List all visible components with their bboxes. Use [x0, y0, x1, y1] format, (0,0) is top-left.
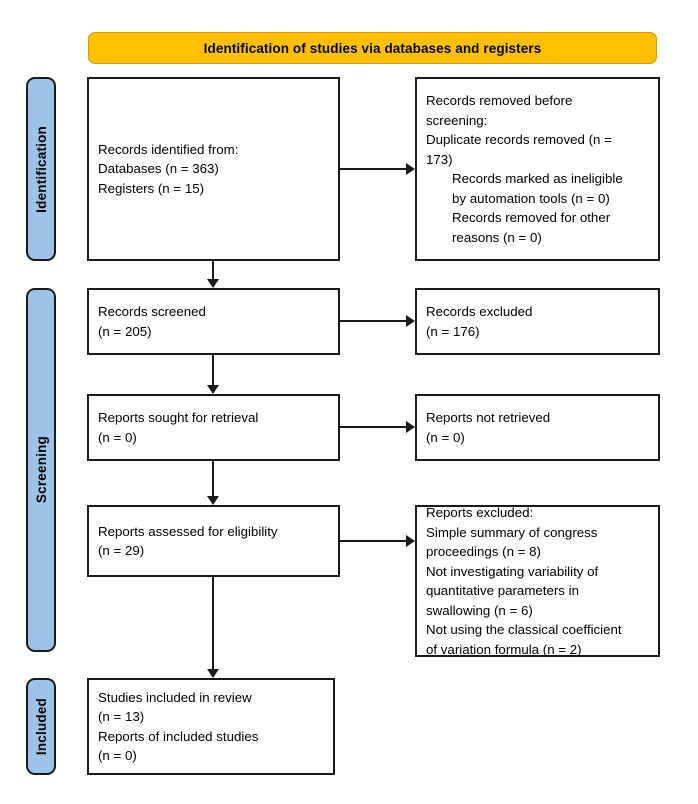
- node-line: (n = 0): [98, 748, 137, 763]
- node-line: (n = 205): [98, 323, 152, 339]
- node-line: Reports assessed for eligibility: [98, 523, 278, 539]
- node-records-excluded: Records excluded (n = 176): [415, 288, 660, 355]
- node-reports-excluded-text: Reports excluded: Simple summary of cong…: [417, 503, 658, 659]
- arrow-down-icon: [207, 385, 219, 394]
- arrow-right-icon: [406, 163, 415, 175]
- node-line: swallowing (n = 6): [426, 602, 533, 618]
- node-line: Registers (n = 15): [98, 180, 205, 196]
- node-reports-assessed-text: Reports assessed for eligibility (n = 29…: [89, 522, 338, 561]
- stage-bar-screening: Screening: [26, 288, 56, 652]
- node-line: Reports excluded:: [426, 505, 534, 520]
- node-line: quantitative parameters in: [426, 583, 579, 598]
- node-line: Reports not retrieved: [426, 410, 551, 425]
- arrow-down-icon: [207, 279, 219, 288]
- node-line: Not using the classical coefficient: [426, 622, 622, 637]
- node-records-removed-text: Records removed before screening: Duplic…: [417, 91, 658, 247]
- node-line-indented: Records marked as ineligible: [452, 171, 623, 186]
- node-line: Studies included in review: [98, 689, 252, 705]
- node-line: screening:: [426, 112, 488, 128]
- stage-bar-identification: Identification: [26, 77, 56, 261]
- node-reports-excluded: Reports excluded: Simple summary of cong…: [415, 505, 660, 657]
- node-reports-not-retrieved: Reports not retrieved (n = 0): [415, 394, 660, 461]
- node-studies-included: Studies included in review (n = 13) Repo…: [87, 678, 335, 775]
- node-records-screened-text: Records screened (n = 205): [89, 302, 338, 341]
- connector-identified-to-removed: [340, 168, 406, 170]
- node-reports-not-retrieved-text: Reports not retrieved (n = 0): [417, 408, 658, 447]
- node-line: proceedings (n = 8): [426, 544, 541, 559]
- connector-sought-to-assessed: [212, 461, 214, 496]
- node-line: (n = 0): [98, 429, 137, 445]
- node-line: (n = 0): [426, 429, 465, 445]
- node-line: Records identified from:: [98, 141, 239, 157]
- node-reports-assessed: Reports assessed for eligibility (n = 29…: [87, 505, 340, 577]
- arrow-right-icon: [406, 535, 415, 547]
- node-line-indented: reasons (n = 0): [452, 229, 542, 245]
- connector-assessed-to-reports-excluded: [340, 540, 406, 542]
- node-line: 173): [426, 151, 453, 167]
- node-line: (n = 29): [98, 543, 145, 558]
- node-line: of variation formula (n = 2): [426, 641, 582, 657]
- connector-screened-to-sought: [212, 355, 214, 385]
- stage-bar-identification-label: Identification: [33, 125, 49, 213]
- stage-bar-included: Included: [26, 678, 56, 775]
- node-line: Not investigating variability of: [426, 563, 599, 579]
- stage-bar-screening-label: Screening: [33, 436, 49, 504]
- connector-assessed-to-included: [212, 577, 214, 669]
- node-line-indented: Records removed for other: [452, 210, 611, 225]
- node-records-removed: Records removed before screening: Duplic…: [415, 77, 660, 261]
- node-line: Reports sought for retrieval: [98, 410, 259, 425]
- arrow-right-icon: [406, 421, 415, 433]
- phase-banner-label: Identification of studies via databases …: [203, 40, 542, 56]
- node-line-indented: by automation tools (n = 0): [452, 190, 610, 206]
- phase-banner-identification: Identification of studies via databases …: [88, 32, 657, 64]
- node-records-screened: Records screened (n = 205): [87, 288, 340, 355]
- arrow-down-icon: [207, 669, 219, 678]
- stage-bar-included-label: Included: [33, 697, 49, 756]
- node-reports-sought: Reports sought for retrieval (n = 0): [87, 394, 340, 461]
- arrow-right-icon: [406, 315, 415, 327]
- connector-sought-to-not-retrieved: [340, 426, 406, 428]
- node-line: Simple summary of congress: [426, 524, 598, 540]
- node-line: (n = 13): [98, 709, 145, 724]
- node-line: Records removed before: [426, 93, 573, 108]
- node-line: (n = 176): [426, 323, 480, 339]
- node-records-identified: Records identified from: Databases (n = …: [87, 77, 340, 261]
- node-reports-sought-text: Reports sought for retrieval (n = 0): [89, 408, 338, 447]
- node-records-excluded-text: Records excluded (n = 176): [417, 302, 658, 341]
- connector-identified-to-screened: [212, 261, 214, 279]
- node-line: Records excluded: [426, 304, 533, 319]
- node-line: Reports of included studies: [98, 728, 259, 744]
- node-line: Duplicate records removed (n =: [426, 132, 612, 147]
- node-records-identified-text: Records identified from: Databases (n = …: [89, 140, 338, 199]
- node-studies-included-text: Studies included in review (n = 13) Repo…: [89, 688, 333, 766]
- arrow-down-icon: [207, 496, 219, 505]
- node-line: Records screened: [98, 304, 206, 319]
- connector-screened-to-excluded: [340, 320, 406, 322]
- node-line: Databases (n = 363): [98, 161, 219, 177]
